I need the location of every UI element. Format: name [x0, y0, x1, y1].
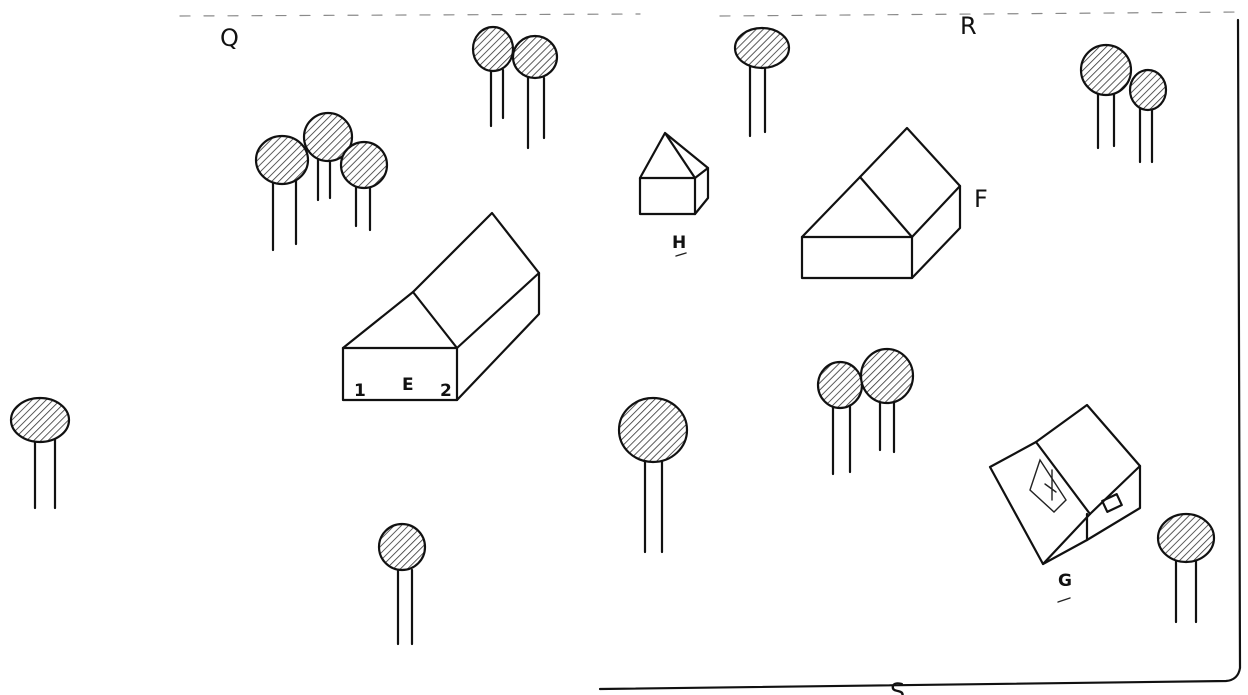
label-s: S — [890, 678, 905, 695]
building-h-label: H — [672, 233, 686, 253]
tree — [861, 349, 913, 452]
building-e-label: E — [402, 375, 414, 395]
tree — [513, 36, 557, 148]
tree — [473, 27, 513, 126]
tree-cluster-upper-left — [256, 113, 387, 250]
tree — [1130, 70, 1166, 162]
tree-left-edge — [11, 398, 69, 508]
tree — [818, 362, 862, 474]
tree — [1081, 45, 1131, 148]
door-2-label: 2 — [440, 381, 452, 401]
tree-cluster-top-right — [1081, 45, 1166, 162]
building-f-label: F — [974, 185, 988, 213]
tree — [341, 142, 387, 230]
building-g: G — [990, 405, 1140, 602]
tree-cluster-top-center — [473, 27, 557, 148]
tree-top-right-center — [735, 28, 789, 136]
door-1-label: 1 — [354, 381, 366, 401]
tree-bottom-right — [1158, 514, 1214, 622]
building-f: F — [802, 128, 988, 278]
map-frame — [600, 20, 1240, 689]
tree — [256, 136, 308, 250]
building-g-label: G — [1058, 571, 1072, 591]
building-e: E 1 2 — [343, 213, 539, 401]
tree-cluster-center-right — [818, 349, 913, 474]
tree-bottom-left-center — [379, 524, 425, 644]
building-h: H — [640, 133, 708, 256]
label-r: R — [960, 12, 977, 40]
tree-center — [619, 398, 687, 552]
label-q: Q — [220, 24, 239, 52]
paper-top-edge — [180, 12, 1240, 16]
